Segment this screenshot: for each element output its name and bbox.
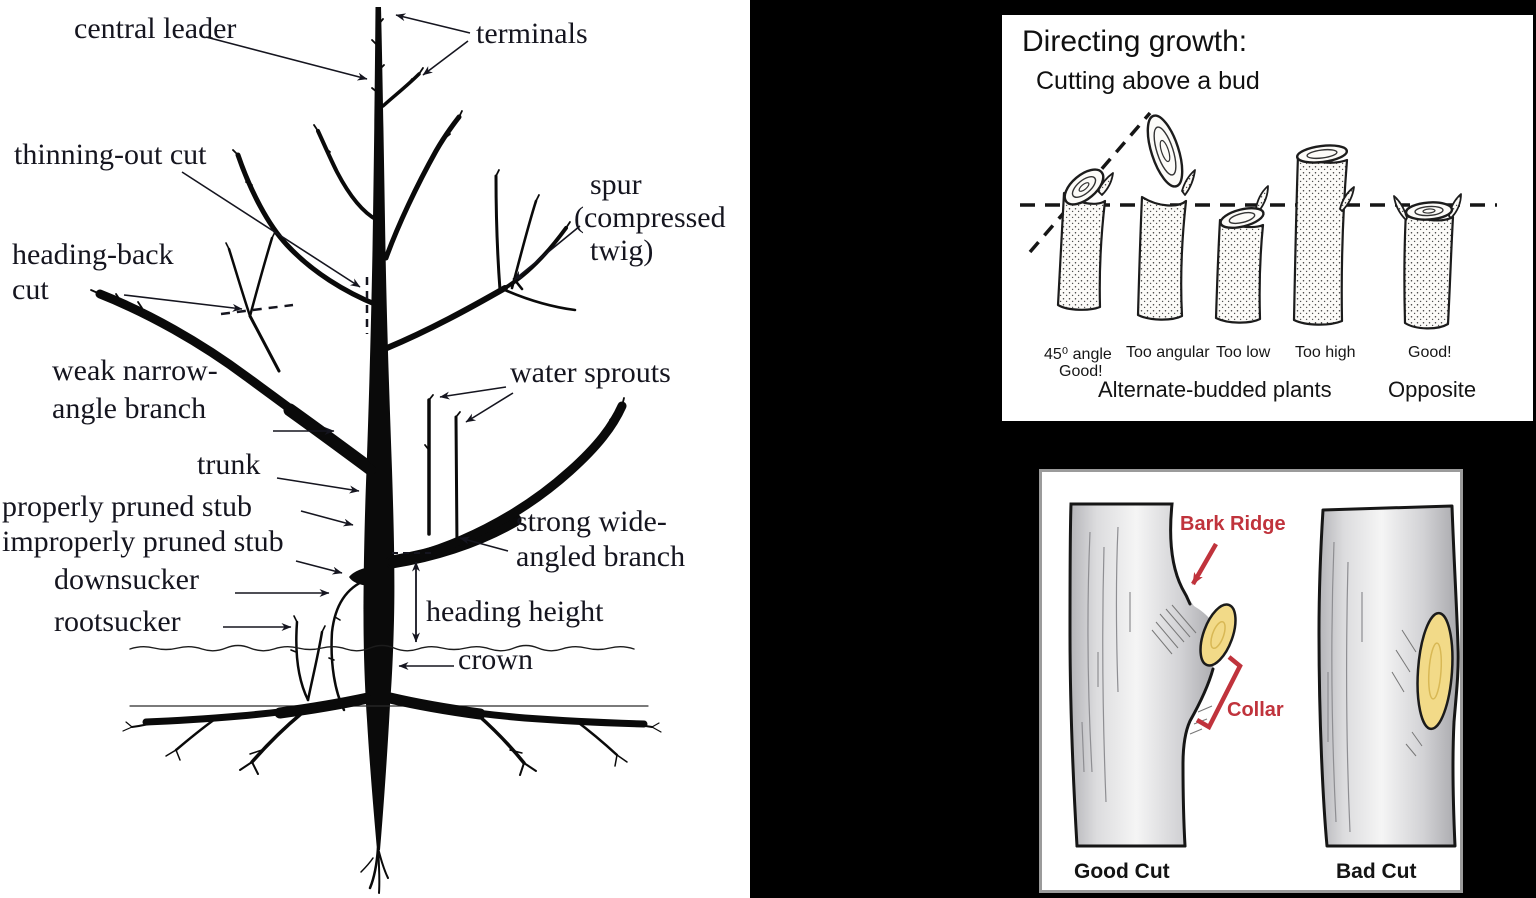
label-downsucker: downsucker (54, 563, 199, 596)
label-heading-back-line1: heading-back (12, 238, 174, 271)
label-45-good: Good! (1059, 363, 1103, 380)
label-strong-wide-line2: angled branch (516, 540, 686, 573)
twig-opposite-good (1393, 193, 1462, 330)
label-crown: crown (458, 643, 533, 676)
properly-arrow (300, 510, 354, 527)
bad-cut-face (1416, 611, 1454, 731)
improperly-arrow (295, 560, 343, 575)
trunk-shape (363, 7, 395, 850)
water-arrow-1 (439, 386, 507, 400)
label-too-angular: Too angular (1126, 344, 1210, 361)
caption-good-cut: Good Cut (1074, 860, 1170, 883)
bud (1393, 195, 1408, 221)
label-weak-narrow-line2: angle branch (52, 392, 207, 425)
label-spur-line1: spur (590, 168, 642, 201)
bud (1339, 186, 1355, 212)
caption-alternate-budded: Alternate-budded plants (1098, 377, 1332, 402)
thinning-arrow (181, 171, 361, 288)
bad-cut-trunk (1317, 504, 1460, 848)
label-heading-back-line2: cut (12, 273, 49, 306)
bud (1255, 185, 1269, 212)
label-good: Good! (1408, 344, 1452, 361)
terminals-arrow-2 (422, 40, 469, 76)
water-arrow-2 (465, 392, 514, 423)
label-thinning-out-cut: thinning-out cut (14, 138, 207, 171)
caption-opposite: Opposite (1388, 377, 1477, 402)
label-water-sprouts: water sprouts (510, 356, 671, 389)
good-cut-face (1199, 603, 1237, 667)
tree-line-art (90, 7, 662, 894)
label-rootsucker: rootsucker (54, 605, 181, 638)
label-improperly-pruned-stub: improperly pruned stub (2, 525, 284, 558)
heading-back-arrow (123, 294, 243, 312)
branch-cut-panel: Bark Ridge Collar Good Cut Bad Cut (1039, 469, 1463, 893)
twig-45-angle (1056, 168, 1114, 311)
label-arrows (123, 13, 581, 670)
branches-art (90, 67, 627, 712)
tree-anatomy-diagram: central leader terminals thinning-out cu… (0, 0, 750, 898)
caption-bad-cut: Bad Cut (1336, 860, 1417, 883)
label-45-angle: 45⁰ angle (1044, 346, 1112, 363)
panel-title: Directing growth: (1022, 25, 1248, 58)
cut-marks (220, 277, 433, 554)
bark-ridge-arrow (1191, 542, 1218, 586)
spur-arrow (513, 225, 581, 281)
branch-cut-illustration (1068, 502, 1460, 848)
bud (1181, 169, 1196, 196)
bud-cut-illustration (1020, 111, 1497, 330)
ground-line (129, 644, 635, 652)
label-strong-wide-line1: strong wide- (516, 505, 667, 538)
label-weak-narrow-line1: weak narrow- (52, 354, 218, 387)
label-trunk: trunk (197, 448, 261, 481)
label-properly-pruned-stub: properly pruned stub (2, 490, 252, 523)
crotch-hatching (1391, 629, 1423, 757)
twig-too-high (1292, 144, 1355, 326)
panel-subtitle: Cutting above a bud (1036, 67, 1260, 95)
twig-too-angular (1136, 114, 1196, 321)
good-cut-trunk (1068, 502, 1243, 848)
label-too-low: Too low (1216, 344, 1271, 361)
label-too-high: Too high (1295, 344, 1356, 361)
spur-twig (512, 277, 524, 291)
ground-and-roots-art (122, 644, 662, 776)
label-heading-height: heading height (426, 595, 604, 628)
terminals-arrow-1 (395, 13, 471, 34)
heading-back-cut-mark (220, 303, 294, 316)
strong-branch-arrow (459, 536, 509, 552)
directing-growth-panel: Directing growth: Cutting above a bud 45… (1002, 15, 1533, 421)
label-collar: Collar (1227, 699, 1284, 721)
label-spur-line2: (compressed (574, 201, 726, 234)
trunk-arrow (276, 477, 360, 494)
label-terminals: terminals (476, 17, 588, 50)
central-leader-arrow (205, 36, 368, 81)
crotch-hatching (1151, 604, 1213, 735)
label-bark-ridge: Bark Ridge (1180, 513, 1286, 535)
label-spur-line3: twig) (590, 234, 654, 267)
label-central-leader: central leader (74, 12, 237, 45)
twig-too-low (1214, 185, 1269, 324)
collar-bracket (1195, 655, 1243, 731)
